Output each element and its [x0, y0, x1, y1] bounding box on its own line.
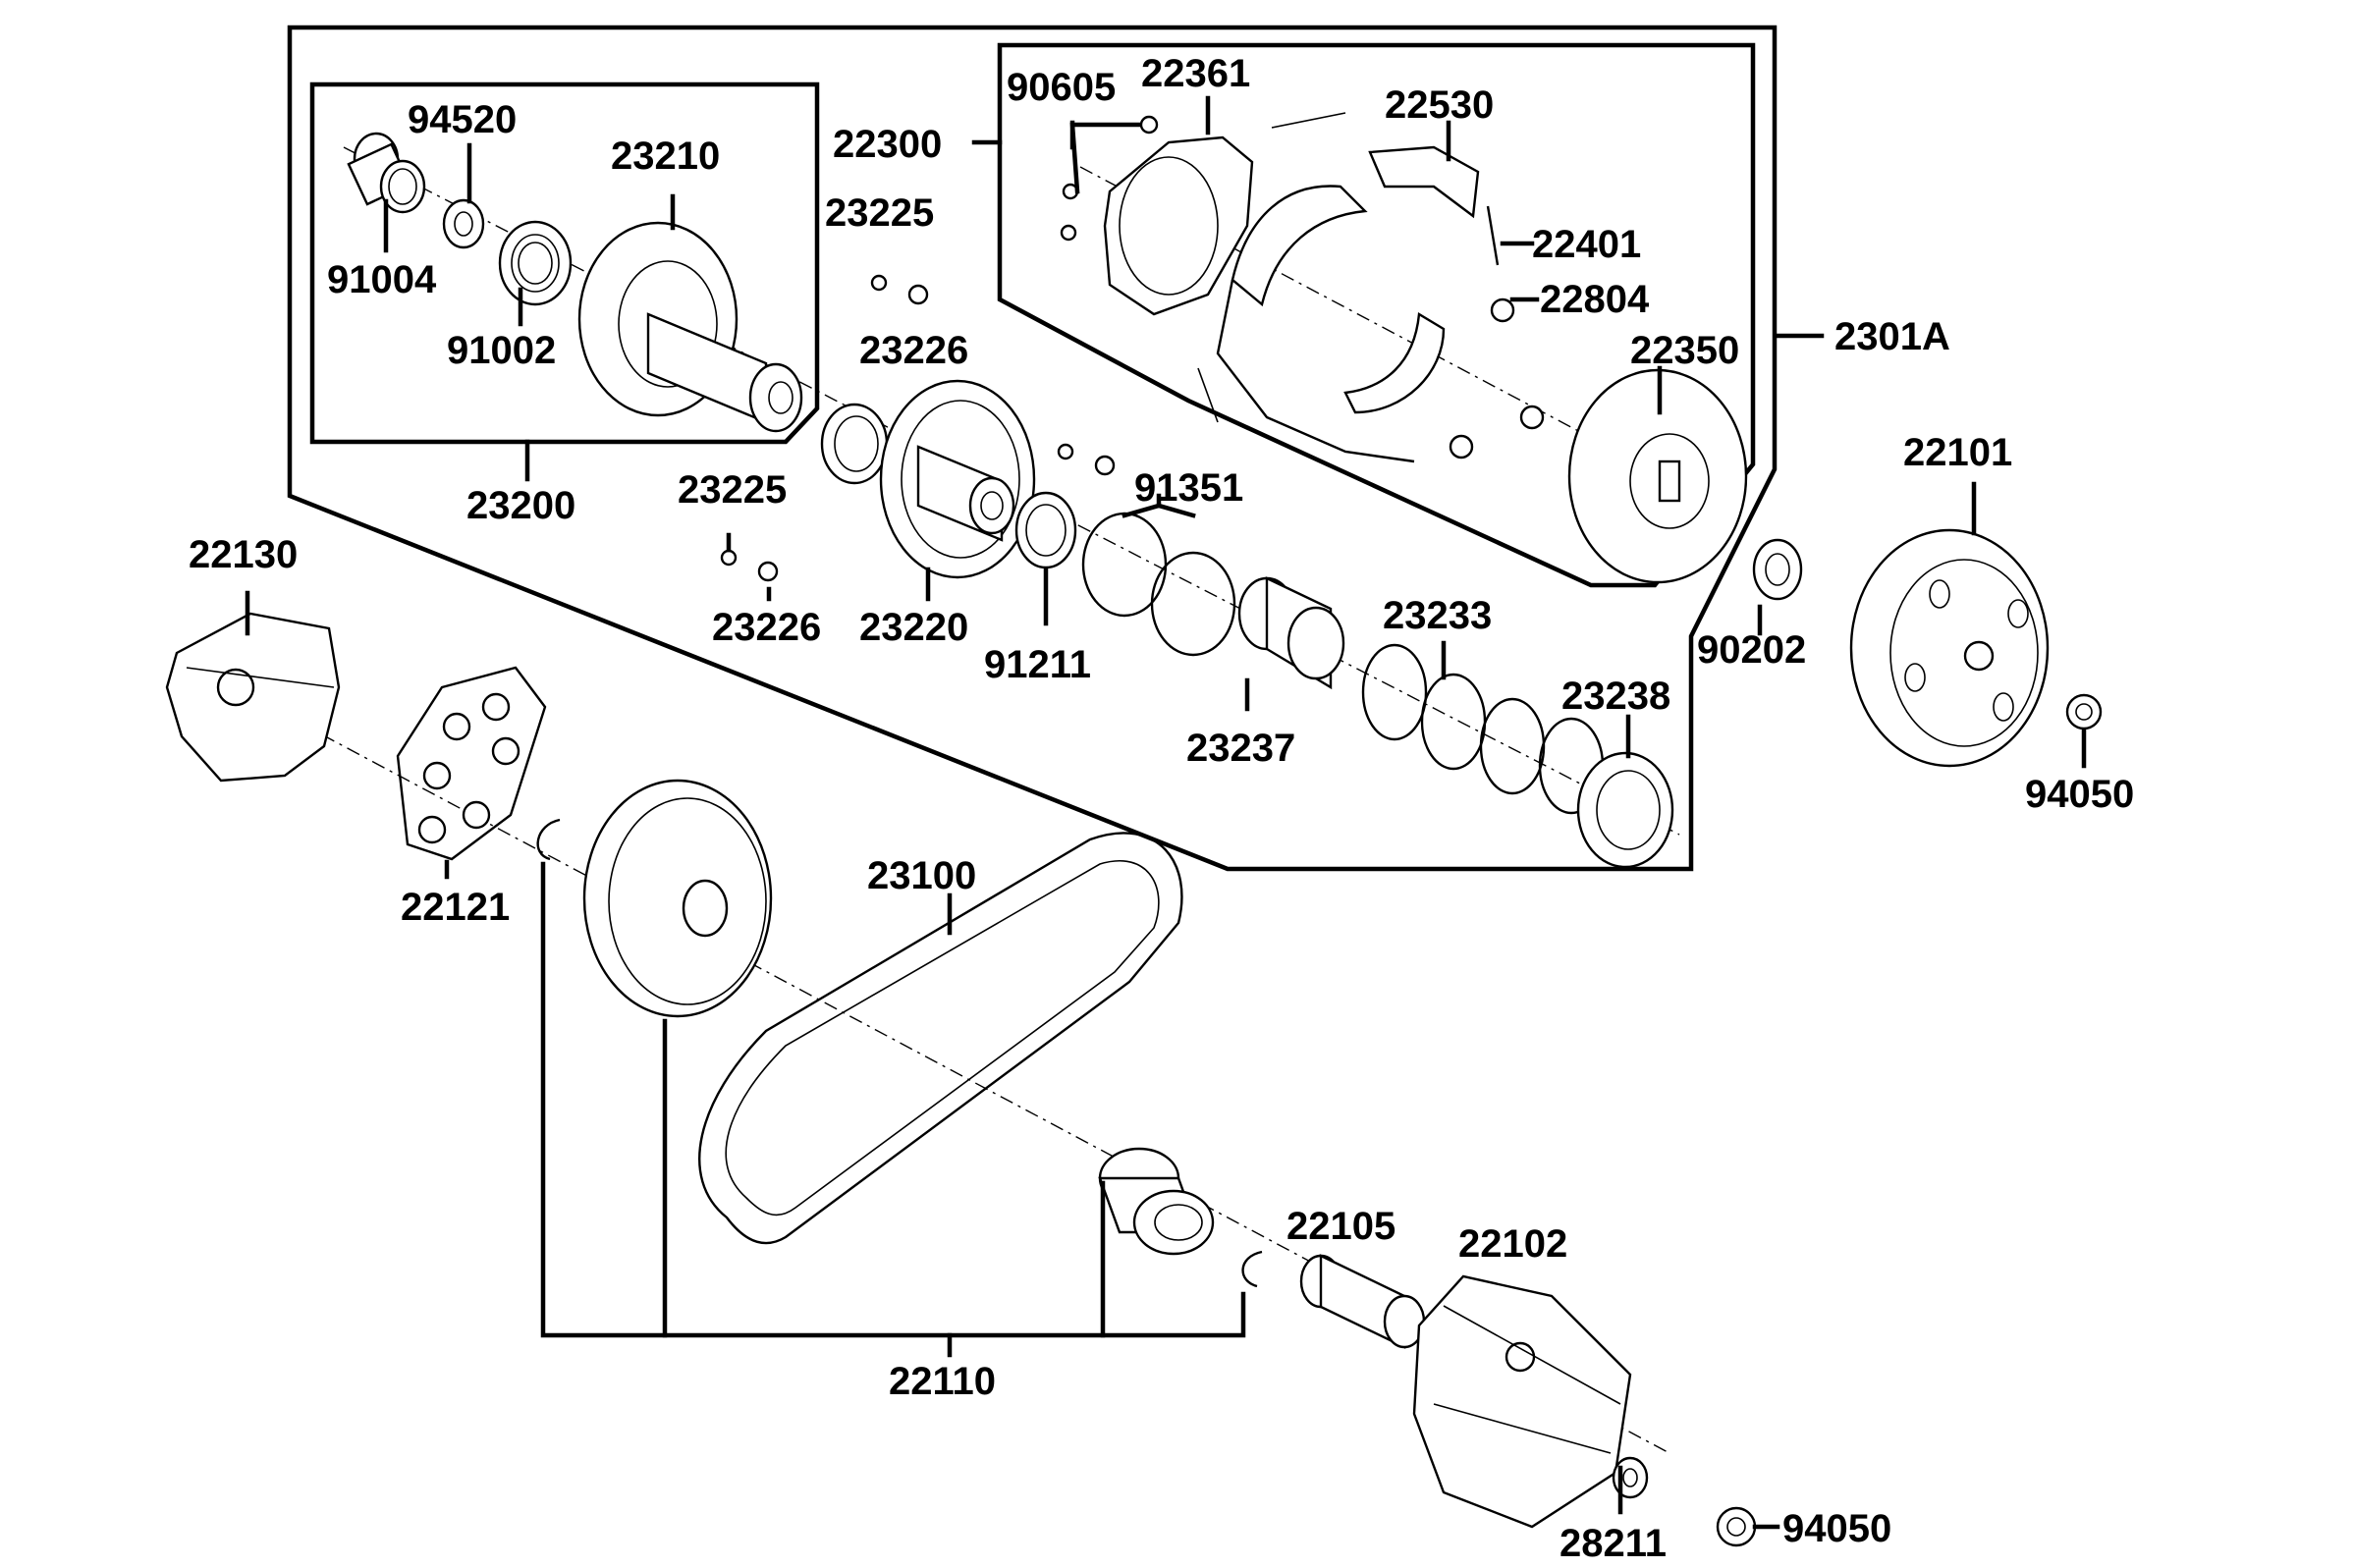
part-drawing-22401 [1486, 205, 1500, 266]
part-drawing-23220 [879, 379, 1036, 579]
part-drawing-94520 [442, 198, 485, 249]
label-94520: 94520 [408, 98, 517, 141]
part-drawing-22110 [582, 779, 773, 1018]
part-drawing-23210 [577, 221, 803, 433]
label-23100: 23100 [867, 854, 976, 897]
label-22361: 22361 [1141, 52, 1250, 95]
label-91211: 91211 [984, 643, 1091, 686]
label-91004: 91004 [327, 258, 437, 301]
part-drawing-22105 [1299, 1254, 1426, 1349]
leader-lines [245, 95, 2087, 1530]
part-labels: 2301A 22300 23200 94520 23210 91004 9100… [189, 52, 2134, 1565]
part-drawing-90202 [1752, 538, 1803, 601]
label-22350: 22350 [1630, 329, 1739, 372]
label-91351: 91351 [1134, 466, 1243, 510]
label-28211: 28211 [1560, 1522, 1667, 1565]
label-22102: 22102 [1458, 1222, 1567, 1266]
part-drawing-22121 [396, 666, 547, 861]
label-22101: 22101 [1903, 431, 2012, 474]
label-23200: 23200 [466, 484, 575, 527]
part-drawing-91002 [498, 220, 573, 306]
part-drawing-22530 [1197, 112, 1480, 463]
label-22804: 22804 [1540, 278, 1650, 321]
label-22110: 22110 [889, 1360, 996, 1403]
label-22121: 22121 [401, 886, 510, 929]
part-drawing-90605 [1060, 115, 1159, 242]
part-drawing-23233 [1361, 643, 1605, 815]
part-drawing-91211 [1014, 491, 1077, 569]
label-90605: 90605 [1007, 66, 1116, 109]
part-drawing-23225-23226 [720, 274, 1116, 582]
assembly-outline-2301A [287, 25, 1778, 872]
part-drawing-23237 [1237, 576, 1345, 690]
assembly-outline-23200 [309, 81, 820, 445]
label-23237: 23237 [1186, 727, 1295, 770]
label-23226-upper: 23226 [859, 329, 968, 372]
part-drawing-91004 [347, 132, 426, 214]
label-22401: 22401 [1532, 223, 1641, 266]
part-drawing-22130 [165, 612, 341, 783]
part-drawing-22101 [1849, 528, 2050, 768]
part-drawing-collar [1098, 1147, 1215, 1256]
label-23233: 23233 [1383, 594, 1492, 637]
part-drawing-seal [820, 403, 889, 485]
label-94050-lower: 94050 [1782, 1507, 1891, 1550]
label-94050-upper: 94050 [2025, 773, 2134, 816]
label-91002: 91002 [447, 329, 556, 372]
label-2301A: 2301A [1834, 315, 1950, 358]
label-23226-lower: 23226 [712, 606, 821, 649]
part-drawing-22102 [1412, 1274, 1632, 1529]
label-23225-lower: 23225 [678, 468, 787, 512]
part-drawing-23100 [698, 832, 1183, 1245]
label-22530: 22530 [1385, 83, 1494, 127]
label-22130: 22130 [189, 533, 298, 576]
label-23220: 23220 [859, 606, 968, 649]
part-drawing-22804 [1449, 297, 1545, 460]
label-23210: 23210 [611, 135, 720, 178]
part-drawing-94050-upper [2065, 693, 2103, 730]
label-90202: 90202 [1697, 628, 1806, 672]
part-drawing-circlip-lower [1241, 1250, 1263, 1288]
part-drawing-22361 [1103, 135, 1254, 316]
part-drawing-94050-lower [1716, 1506, 1757, 1547]
label-23225-upper: 23225 [825, 191, 934, 235]
label-22300: 22300 [833, 123, 942, 166]
part-drawing-91351 [1081, 512, 1236, 657]
part-drawing-23238 [1576, 751, 1674, 869]
label-22105: 22105 [1286, 1205, 1395, 1248]
part-drawing-circlip-upper [536, 818, 561, 861]
label-23238: 23238 [1561, 675, 1670, 718]
assembly-outline-22300 [997, 42, 1756, 588]
